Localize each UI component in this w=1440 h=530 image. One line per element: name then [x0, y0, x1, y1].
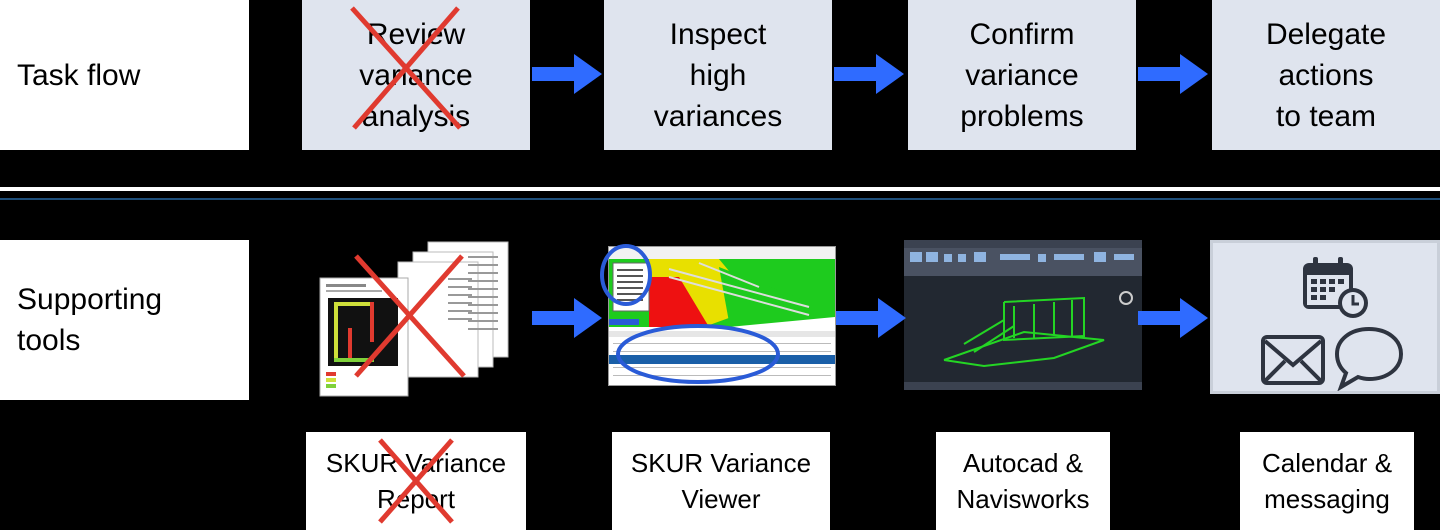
task-label: Delegate actions to team: [1265, 17, 1387, 133]
flow-arrow: [836, 296, 908, 340]
caption-text: Calendar & messaging: [1261, 448, 1393, 514]
task-flow-label: Task flow: [17, 58, 141, 92]
task-delegate-actions: Delegate actions to team: [1212, 0, 1440, 150]
flow-arrow: [532, 296, 604, 340]
row-label-supporting-tools: Supporting tools: [0, 240, 249, 400]
supporting-tools-label: Supporting tools: [17, 283, 163, 357]
communication-tools-panel: [1210, 240, 1440, 394]
caption-calendar: Calendar & messaging: [1240, 432, 1414, 530]
flow-arrow: [834, 52, 906, 96]
section-divider-accent: [0, 198, 1440, 200]
row-label-task-flow: Task flow: [0, 0, 249, 150]
task-confirm-problems: Confirm variance problems: [908, 0, 1136, 150]
cross-out-mark: [372, 436, 460, 526]
caption-autocad: Autocad & Navisworks: [936, 432, 1110, 530]
task-label: Review variance analysis: [359, 17, 473, 133]
highlight-ellipse-small: [598, 242, 654, 313]
viewer-3d-thumbnail: [608, 246, 836, 386]
highlight-ellipse-large: [614, 322, 782, 391]
flow-arrow: [532, 52, 604, 96]
caption-skur-viewer: SKUR Variance Viewer: [612, 432, 830, 530]
task-inspect-variances: Inspect high variances: [604, 0, 832, 150]
caption-text: Autocad & Navisworks: [956, 448, 1090, 514]
task-label: Confirm variance problems: [960, 17, 1084, 133]
task-review-variance: Review variance analysis: [302, 0, 530, 150]
calendar-icon: [1301, 257, 1371, 326]
cross-out-mark: [344, 250, 474, 380]
caption-text: SKUR Variance Viewer: [630, 448, 812, 514]
mail-icon: [1261, 335, 1325, 390]
flow-arrow: [1138, 52, 1210, 96]
flow-arrow: [1138, 296, 1210, 340]
task-label: Inspect high variances: [653, 17, 783, 133]
cad-thumbnail: [904, 240, 1142, 390]
cross-out-mark: [330, 2, 480, 132]
chat-bubble-icon: [1333, 325, 1405, 396]
section-divider: [0, 187, 1440, 191]
